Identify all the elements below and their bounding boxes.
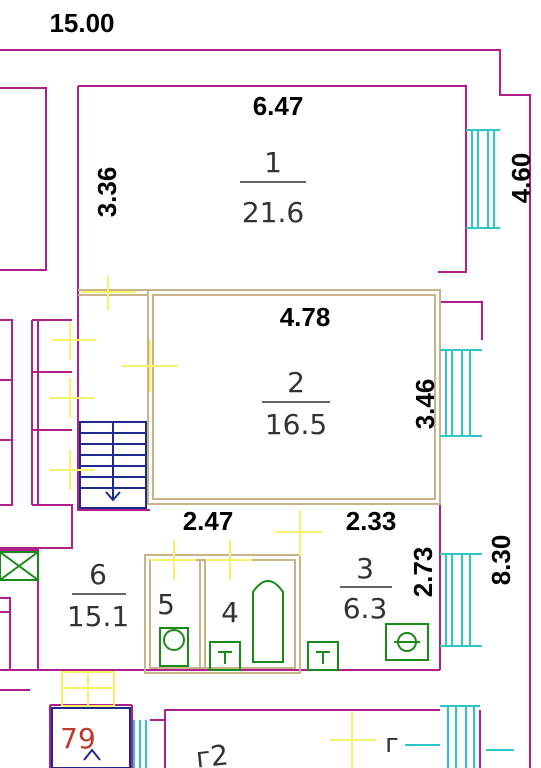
room-2-width-label: 4.78 bbox=[280, 302, 331, 332]
window-lower-left bbox=[133, 720, 147, 768]
sink-icon-2 bbox=[307, 641, 339, 671]
room-6-width-label: 2.47 bbox=[183, 506, 234, 536]
room-1-width-label: 6.47 bbox=[253, 91, 304, 121]
window-lower-right bbox=[440, 705, 514, 768]
fixture-box-left bbox=[0, 551, 39, 581]
neighbor-label-79: 79 bbox=[60, 722, 96, 755]
windows bbox=[133, 129, 514, 768]
room-2-walls bbox=[78, 289, 441, 505]
room-3-width-label: 2.33 bbox=[346, 506, 397, 536]
room-2-area: 16.5 bbox=[265, 408, 327, 441]
room-3-area: 6.3 bbox=[343, 592, 388, 625]
room-3-number: 3 bbox=[356, 552, 374, 585]
room-3-label: 3 6.3 bbox=[340, 552, 392, 625]
room-1-number: 1 bbox=[264, 146, 282, 179]
room-2-number: 2 bbox=[287, 366, 305, 399]
room-1-label: 1 21.6 bbox=[240, 146, 306, 229]
overall-height-label: 8.30 bbox=[486, 535, 516, 586]
door-markers bbox=[50, 276, 376, 768]
room-1-side-label: 4.60 bbox=[506, 153, 536, 204]
room-4-number: 4 bbox=[221, 596, 239, 629]
toilet-icon bbox=[159, 627, 189, 667]
window-room-2 bbox=[440, 349, 482, 437]
room-6-label: 6 15.1 bbox=[67, 558, 129, 633]
room-6-number: 6 bbox=[89, 558, 107, 591]
staircase-lower bbox=[51, 707, 131, 768]
stove-icon bbox=[385, 623, 429, 661]
room-1-area: 21.6 bbox=[242, 196, 304, 229]
neighbor-label-g2: г2 bbox=[194, 738, 230, 768]
fixtures bbox=[0, 551, 429, 671]
room-6-area: 15.1 bbox=[67, 600, 129, 633]
window-room-3 bbox=[440, 553, 482, 647]
toilet-bowl-icon bbox=[163, 629, 185, 651]
room-3-height-label: 2.73 bbox=[408, 547, 438, 598]
sink-icon bbox=[209, 641, 241, 671]
neighbor-label-g: г bbox=[385, 729, 399, 759]
window-room-1 bbox=[466, 129, 500, 229]
staircase bbox=[51, 421, 147, 768]
overall-width-label: 15.00 bbox=[49, 8, 114, 38]
room-1-height-label: 3.36 bbox=[92, 167, 122, 218]
room-2-label: 2 16.5 bbox=[262, 366, 330, 441]
room-2-height-label: 3.46 bbox=[410, 379, 440, 430]
room-5-number: 5 bbox=[157, 588, 175, 621]
bathtub-icon bbox=[252, 580, 284, 663]
